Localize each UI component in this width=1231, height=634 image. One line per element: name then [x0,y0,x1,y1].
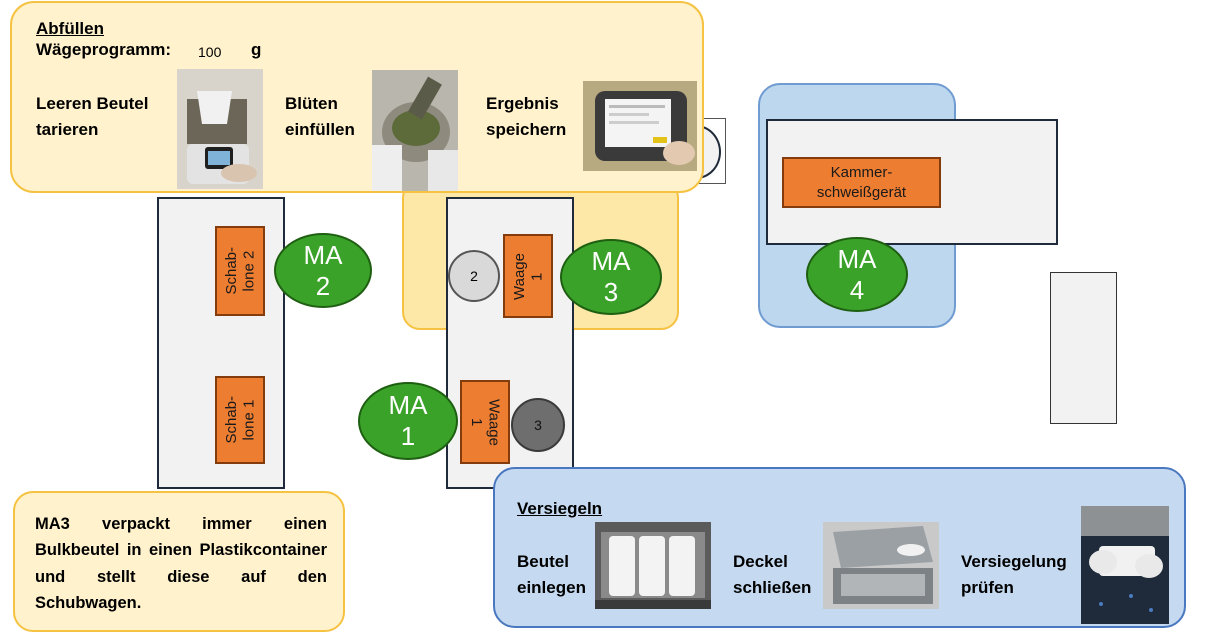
circle-3-label: 3 [534,417,542,433]
kammer-line2: schweißgerät [816,183,907,201]
abfuellen-title: Abfüllen [36,19,104,38]
photo-bags-inserted [595,522,711,609]
photo-scale-tare [177,69,263,189]
photo-terminal [583,81,697,171]
kammer-line1: Kammer- [830,164,893,181]
abfuellen-panel: Abfüllen Wägeprogramm: 100 g Leeren Beut… [10,1,704,193]
photo-seal-check [1081,506,1169,624]
schablone-2: Schab-lone 2 [215,226,265,316]
program-label: Wägeprogramm: [36,40,172,59]
photo-filling [372,70,458,191]
program-value: 100 [198,44,222,60]
kammerschweissgeraet: Kammer- schweißgerät [782,157,941,208]
schablone-1-label: Schab-lone 1 [222,396,257,444]
circle-2: 2 [448,250,500,302]
program-unit: g [251,40,262,59]
schablone-2-label: Schab-lone 2 [222,247,257,295]
ma3-note-text: MA3 verpackt immer einen Bulkbeutel in e… [35,515,327,613]
side-cart [1050,272,1117,424]
circle-3: 3 [511,398,565,452]
circle-2-label: 2 [470,268,478,284]
versiegeln-title: Versiegeln [517,499,603,518]
photo-lid-closed [823,522,939,609]
schablone-1: Schab-lone 1 [215,376,265,464]
ma3-note: MA3 verpackt immer einen Bulkbeutel in e… [13,491,345,632]
